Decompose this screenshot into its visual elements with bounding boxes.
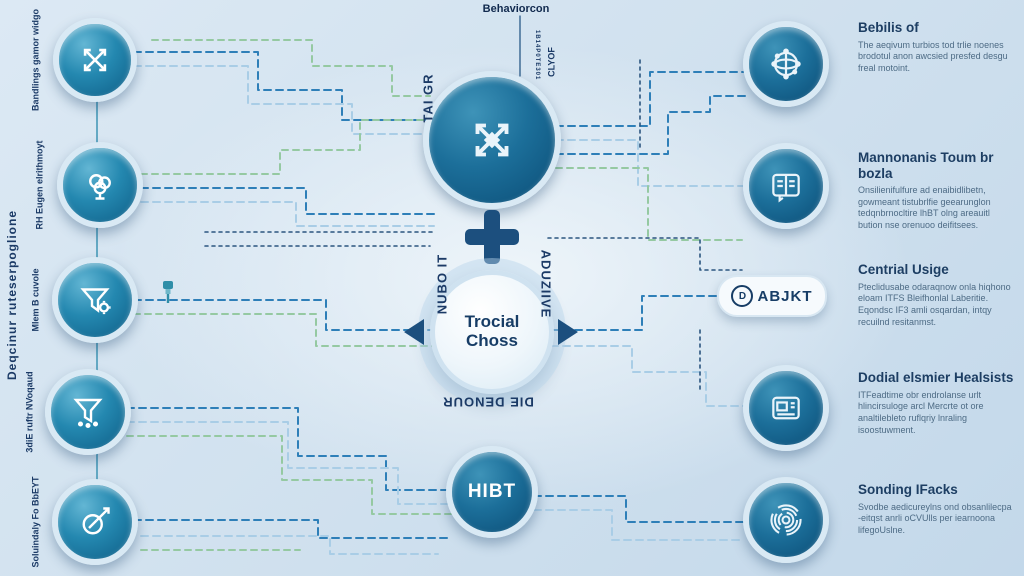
- right-item-3: Centrial Usige Pteclidusabe odaraqnow on…: [858, 262, 1016, 328]
- right-item-2-body: Onsilienifulfure ad enaibidlibetn, gowme…: [858, 185, 991, 231]
- right-icon-2[interactable]: [743, 143, 829, 229]
- right-item-3-body: Pteclidusabe odaraqnow onla hiqhono eloa…: [858, 281, 1011, 327]
- right-icon-3-badge[interactable]: D ABJKT: [717, 275, 827, 317]
- left-axis-label: Deqcinur ruteserpoglione: [5, 209, 19, 381]
- crossed-arrows-icon: [83, 48, 107, 72]
- hub-title-line2: Choss: [466, 331, 518, 350]
- right-icon-1[interactable]: [743, 21, 829, 107]
- right-item-2: Mannonanis Toum br bozla Onsilienifulfur…: [858, 150, 1016, 232]
- left-node-4-label: 3diE ruftr NVoqaud: [24, 371, 35, 453]
- left-node-1-label: Bandlings gamor widgo: [30, 9, 41, 112]
- top-label: Behaviorcon: [482, 3, 550, 15]
- right-item-1-heading: Bebilis of: [858, 20, 919, 35]
- right-item-5-body: Svodbe aedicureylns ond obsanlilecpa -ei…: [858, 501, 1012, 535]
- map-pin-icon: [163, 281, 173, 303]
- center-side-label-left: TAI GR: [420, 73, 436, 123]
- plus-connector-icon: [465, 210, 519, 264]
- left-node-4[interactable]: [45, 369, 131, 455]
- right-item-2-heading: Mannonanis Toum br bozla: [858, 150, 994, 181]
- exchange-arrows-icon: [475, 123, 509, 157]
- hub-label-left: NUBO IT: [434, 253, 450, 315]
- left-node-2-label: RH Eugen elrithmoyt: [34, 140, 45, 230]
- device-terminal-icon: [772, 396, 800, 420]
- right-item-5: Sonding IFacks Svodbe aedicureylns ond o…: [858, 482, 1016, 537]
- filter-icon: [73, 398, 103, 429]
- hub-arrow-right-icon: [558, 319, 578, 345]
- left-node-5[interactable]: [52, 479, 138, 565]
- left-node-3[interactable]: [52, 257, 138, 343]
- bottom-node-label: HIBT: [467, 481, 517, 502]
- right-item-5-heading: Sonding IFacks: [858, 482, 958, 497]
- badge-text: ABJKT: [757, 287, 813, 305]
- funnel-gear-icon: [80, 288, 111, 315]
- left-node-2[interactable]: [57, 142, 143, 228]
- right-item-1: Bebilis of The aeqivum turbios tod trlie…: [858, 20, 1016, 75]
- left-node-5-label: Soluindaly Fo BbEYT: [30, 476, 41, 568]
- center-top-node[interactable]: [423, 71, 561, 209]
- right-icon-5[interactable]: [743, 477, 829, 563]
- right-item-4-heading: Dodial elsmier Healsists: [858, 370, 1014, 385]
- hub-label-right: ADUZIIVE: [538, 249, 554, 319]
- right-item-1-body: The aeqivum turbios tod trlie noenes bro…: [858, 39, 1008, 73]
- right-item-3-heading: Centrial Usige: [858, 262, 949, 277]
- left-node-3-label: Mlem B cuvole: [30, 268, 41, 332]
- network-globe-icon: [771, 48, 801, 80]
- left-node-1[interactable]: [53, 18, 137, 102]
- center-bottom-node[interactable]: HIBT: [446, 446, 538, 538]
- fingerprint-icon: [770, 504, 802, 536]
- center-side-label-right: CLYOF: [546, 47, 557, 77]
- hub-label-bottom: DIE DENOUR: [442, 394, 534, 410]
- right-icon-4[interactable]: [743, 365, 829, 451]
- badge-d-mark: D: [731, 285, 754, 307]
- hub-title-line1: Trocial: [464, 312, 520, 332]
- right-item-4: Dodial elsmier Healsists ITFeadtime obr …: [858, 370, 1016, 436]
- brain-icon: [89, 174, 111, 200]
- right-item-4-body: ITFeadtime obr endrolanse urlt hlincirsu…: [858, 389, 984, 435]
- central-hub-node[interactable]: Trocial Choss: [430, 270, 554, 394]
- hub-arrow-left-icon: [404, 319, 424, 345]
- book-chat-icon: [772, 173, 800, 203]
- target-arrow-icon: [82, 507, 110, 535]
- center-micro-label: 1B14P0TE301: [534, 30, 540, 81]
